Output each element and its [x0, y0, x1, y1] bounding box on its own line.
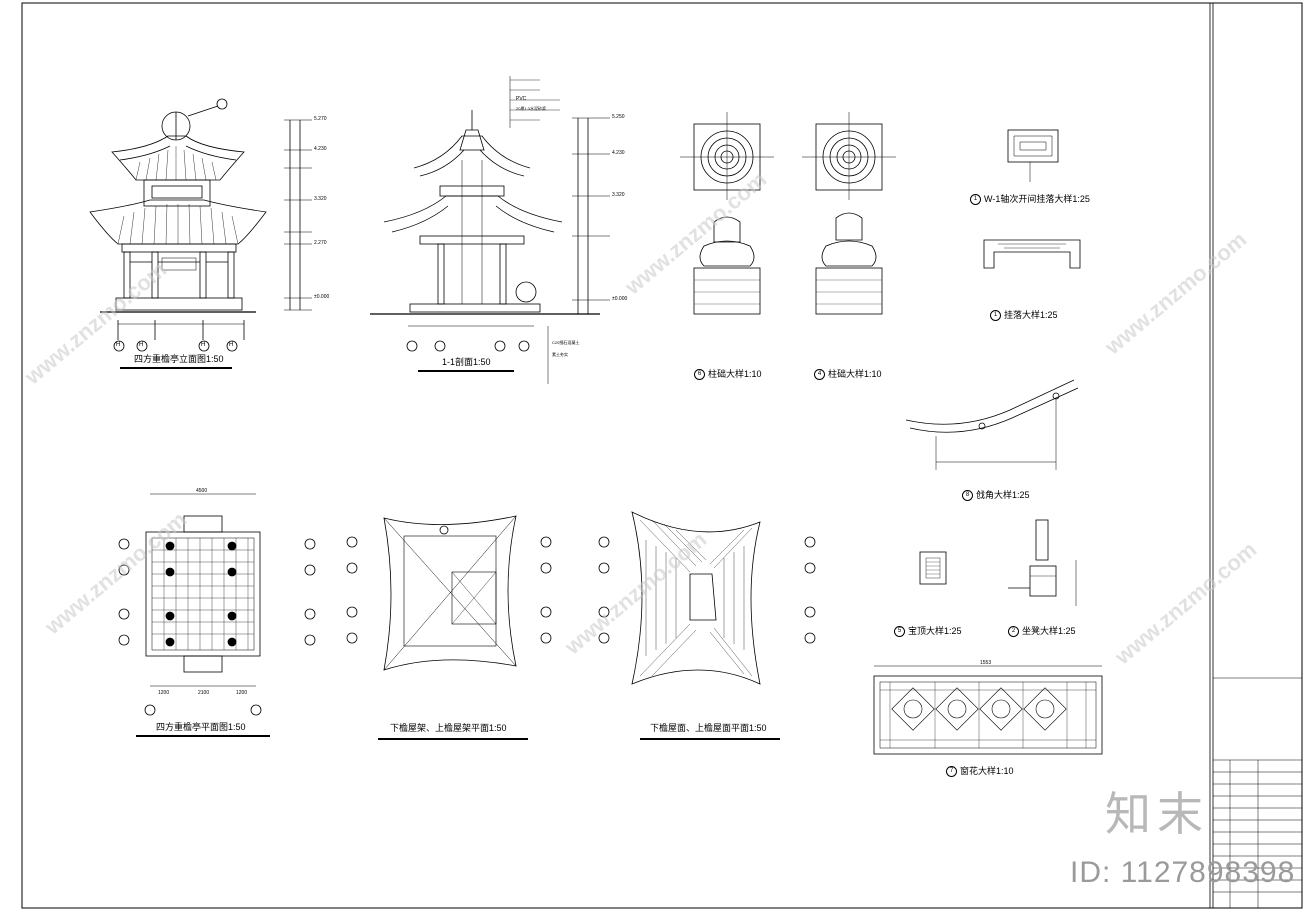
- caption-underline: [120, 367, 232, 369]
- eave-corner-detail: [905, 379, 1079, 470]
- caption-underline: [640, 738, 780, 740]
- brand-logo-text: 知末: [1105, 788, 1209, 840]
- section-note: 20厚1:3水泥砂浆: [516, 106, 547, 111]
- column-base-detail-6: [680, 112, 774, 315]
- level-mark: ±0.000: [314, 294, 330, 300]
- id-label: ID: 1127898398: [1070, 856, 1296, 889]
- roof-frame-plan-drawing: [346, 515, 552, 671]
- roof-plan-drawing: [598, 511, 816, 685]
- level-mark: 4.230: [612, 150, 625, 156]
- axis-label: H: [201, 342, 206, 348]
- level-mark: ±0.000: [612, 296, 628, 302]
- caption-roof-frame-plan: 下檐屋架、上檐屋架平面1:50: [390, 723, 507, 733]
- hanging-w1-detail: [1007, 129, 1059, 182]
- caption-section: 1-1剖面1:50: [442, 357, 491, 367]
- level-mark: 5.250: [612, 114, 625, 120]
- axis-label: H: [139, 342, 144, 348]
- elevation-drawing: [89, 98, 312, 352]
- dimension: 4500: [196, 488, 208, 494]
- level-mark: 5.270: [314, 116, 327, 122]
- floor-plan-drawing: [118, 493, 316, 716]
- finial-detail: [919, 551, 947, 585]
- caption-underline: [136, 735, 270, 737]
- dimension: 1553: [980, 660, 992, 666]
- hanging-detail: [983, 239, 1081, 269]
- section-drawing: [370, 76, 610, 384]
- dimension: 2100: [198, 690, 210, 696]
- column-base-detail-4: [802, 112, 896, 315]
- caption-elevation: 四方重檐亭立面图1:50: [134, 354, 224, 364]
- detail-callout: [515, 281, 537, 303]
- dimension: 1200: [158, 690, 170, 696]
- detail-callout: [216, 98, 228, 110]
- lattice-detail: [873, 665, 1103, 755]
- caption-roof-plan: 下檐屋面、上檐屋面平面1:50: [650, 723, 767, 733]
- caption-underline: [418, 370, 514, 372]
- section-note: 素土夯实: [552, 352, 568, 357]
- axis-label: H: [229, 342, 234, 348]
- level-mark: 2.270: [314, 240, 327, 246]
- caption-underline: [378, 738, 528, 740]
- section-note: PVC: [516, 96, 527, 102]
- level-mark: 4.230: [314, 146, 327, 152]
- sheet-border: [21, 2, 1303, 909]
- bench-detail: [1008, 519, 1077, 606]
- level-mark: 3.320: [612, 192, 625, 198]
- caption-floor-plan: 四方重檐亭平面图1:50: [156, 722, 246, 732]
- section-note: C20细石混凝土: [552, 340, 580, 345]
- axis-label: H: [116, 342, 121, 348]
- level-mark: 3.320: [314, 196, 327, 202]
- title-block: [1213, 677, 1302, 908]
- dimension: 1200: [236, 690, 248, 696]
